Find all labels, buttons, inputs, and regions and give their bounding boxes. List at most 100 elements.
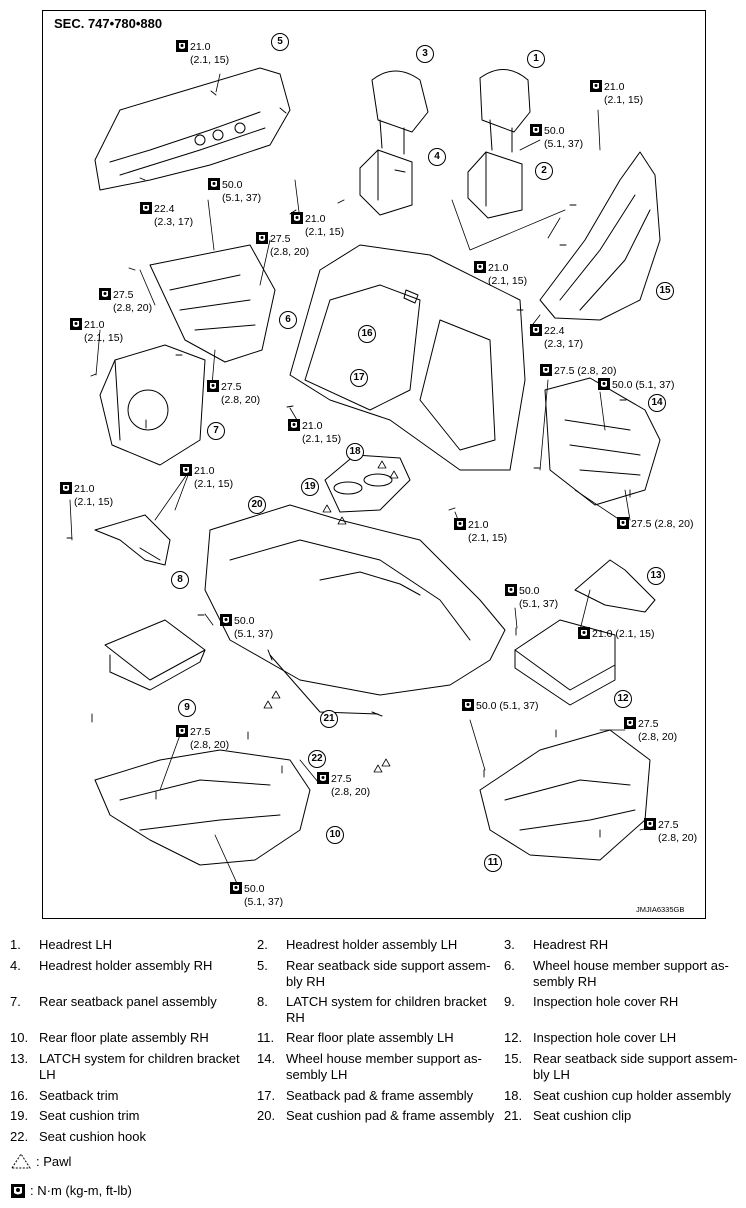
torque-wrench-icon	[462, 699, 474, 711]
callout-1: 1	[527, 50, 545, 68]
section-code: SEC. 747•780•880	[54, 16, 163, 31]
callout-21: 21	[320, 710, 338, 728]
callout-9: 9	[178, 699, 196, 717]
torque-wrench-icon	[540, 364, 552, 376]
torque-wrench-icon	[230, 882, 242, 894]
pawl-triangle-icon	[11, 1153, 31, 1169]
torque-wrench-icon	[60, 482, 72, 494]
torque-wrench-icon	[180, 464, 192, 476]
torque-wrench-icon	[454, 518, 466, 530]
part-14-wheel-house-lh	[544, 377, 661, 506]
torque-label: 27.5 (2.8, 20)	[540, 364, 616, 378]
pawl-markers	[263, 460, 399, 773]
part-1-headrest-lh	[479, 69, 531, 153]
part-8-latch-rh	[94, 514, 171, 566]
torque-label: 21.0(2.1, 15)	[288, 419, 341, 446]
callout-4: 4	[428, 148, 446, 166]
torque-label: 27.5(2.8, 20)	[644, 818, 697, 845]
part-5-side-support-rh	[94, 67, 291, 191]
pawl-legend: : Pawl	[10, 1152, 71, 1170]
torque-wrench-icon	[99, 288, 111, 300]
callout-8: 8	[171, 571, 189, 589]
part-3-headrest-rh	[371, 70, 429, 155]
torque-label: 50.0 (5.1, 37)	[598, 378, 674, 392]
torque-label: 22.4(2.3, 17)	[140, 202, 193, 229]
callout-20: 20	[248, 496, 266, 514]
callout-15: 15	[656, 282, 674, 300]
torque-wrench-icon	[207, 380, 219, 392]
torque-wrench-icon	[474, 261, 486, 273]
leader-lines	[69, 73, 649, 891]
torque-wrench-icon	[256, 232, 268, 244]
part-10-floor-plate-rh	[94, 749, 311, 866]
torque-label: 27.5(2.8, 20)	[176, 725, 229, 752]
part-6-wheel-house-rh	[149, 244, 276, 363]
torque-wrench-icon	[220, 614, 232, 626]
torque-label: 22.4(2.3, 17)	[530, 324, 583, 351]
torque-wrench-icon	[176, 40, 188, 52]
part-17-seatback-pad	[289, 244, 526, 471]
torque-label: 27.5 (2.8, 20)	[617, 517, 693, 531]
torque-label: 21.0 (2.1, 15)	[578, 627, 654, 641]
torque-label: 21.0(2.1, 15)	[60, 482, 113, 509]
part-13-latch-lh	[574, 559, 656, 613]
torque-wrench-icon	[288, 419, 300, 431]
part-11-floor-plate-lh	[479, 729, 651, 861]
callout-17: 17	[350, 369, 368, 387]
torque-label: 27.5(2.8, 20)	[99, 288, 152, 315]
part-21-clip	[267, 649, 383, 717]
callout-7: 7	[207, 422, 225, 440]
bolts	[66, 90, 631, 838]
callout-12: 12	[614, 690, 632, 708]
torque-wrench-icon	[291, 212, 303, 224]
torque-label: 27.5(2.8, 20)	[317, 772, 370, 799]
torque-label: 27.5(2.8, 20)	[256, 232, 309, 259]
torque-label: 50.0 (5.1, 37)	[462, 699, 538, 713]
callout-18: 18	[346, 443, 364, 461]
torque-label: 21.0(2.1, 15)	[176, 40, 229, 67]
callout-10: 10	[326, 826, 344, 844]
part-12-inspection-cover-lh	[514, 619, 616, 706]
torque-label: 50.0(5.1, 37)	[208, 178, 261, 205]
torque-label: 27.5(2.8, 20)	[207, 380, 260, 407]
pawl-legend-label: : Pawl	[36, 1154, 72, 1169]
torque-label: 50.0(5.1, 37)	[530, 124, 583, 151]
callout-16: 16	[358, 325, 376, 343]
torque-wrench-icon	[590, 80, 602, 92]
part-18-cup-holder	[324, 454, 411, 513]
torque-label: 21.0(2.1, 15)	[590, 80, 643, 107]
callout-22: 22	[308, 750, 326, 768]
torque-label: 21.0(2.1, 15)	[474, 261, 527, 288]
diagram-id: JMJIA6335GB	[636, 905, 685, 914]
torque-label: 21.0(2.1, 15)	[454, 518, 507, 545]
callout-14: 14	[648, 394, 666, 412]
part-4-holder-rh	[359, 149, 413, 216]
torque-legend-label: : N·m (kg-m, ft-lb)	[30, 1183, 132, 1198]
torque-wrench-icon	[11, 1184, 25, 1198]
part-15-side-support-lh	[539, 151, 661, 321]
torque-wrench-icon	[617, 517, 629, 529]
part-9-inspection-cover-rh	[104, 619, 206, 691]
torque-legend: : N·m (kg-m, ft-lb)	[10, 1183, 132, 1199]
torque-wrench-icon	[578, 627, 590, 639]
torque-label: 50.0(5.1, 37)	[220, 614, 273, 641]
callout-19: 19	[301, 478, 319, 496]
torque-label: 21.0(2.1, 15)	[180, 464, 233, 491]
part-2-holder-lh	[467, 151, 523, 219]
torque-label: 21.0(2.1, 15)	[291, 212, 344, 239]
torque-wrench-icon	[317, 772, 329, 784]
torque-wrench-icon	[176, 725, 188, 737]
torque-wrench-icon	[505, 584, 517, 596]
torque-wrench-icon	[140, 202, 152, 214]
torque-label: 21.0(2.1, 15)	[70, 318, 123, 345]
torque-wrench-icon	[598, 378, 610, 390]
callout-13: 13	[647, 567, 665, 585]
torque-label: 27.5(2.8, 20)	[624, 717, 677, 744]
callout-3: 3	[416, 45, 434, 63]
torque-label: 50.0(5.1, 37)	[230, 882, 283, 909]
torque-label: 50.0(5.1, 37)	[505, 584, 558, 611]
callout-2: 2	[535, 162, 553, 180]
part-7-seatback-panel	[99, 344, 206, 466]
diagram-frame	[42, 10, 706, 919]
